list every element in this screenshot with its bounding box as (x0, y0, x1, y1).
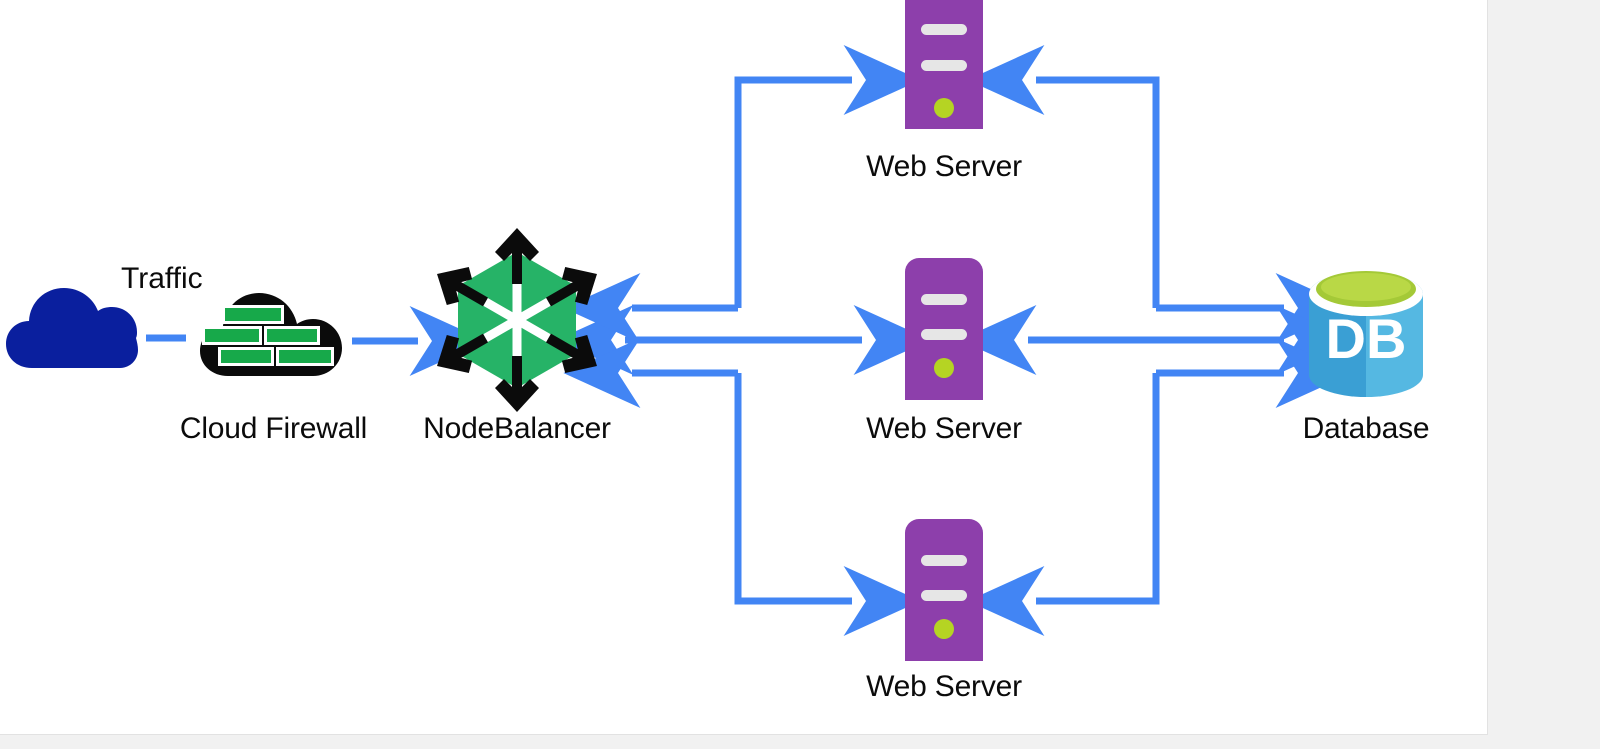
server-icon-bottom (905, 519, 983, 661)
cloud-firewall-icon (200, 293, 342, 376)
web-server-top-label: Web Server (866, 150, 1022, 183)
nodebalancer-icon (437, 228, 597, 412)
connector-nodebalancer-to-server-top (734, 45, 921, 308)
cloud-icon (6, 288, 138, 368)
cloud-firewall-label: Cloud Firewall (179, 412, 368, 445)
connector-server-top-to-database (967, 45, 1353, 343)
connector-server-bottom-to-database (967, 338, 1353, 636)
traffic-label: Traffic (121, 262, 203, 295)
connector-nodebalancer-to-server-bottom (563, 338, 921, 636)
database-icon: DB (1309, 271, 1423, 397)
web-server-bottom-label: Web Server (866, 670, 1022, 703)
diagram-svg: DB (6, 0, 1423, 661)
diagram-canvas: DB Traffic Cloud Firewall NodeBalancer W… (0, 0, 1488, 735)
nodebalancer-label: NodeBalancer (423, 412, 611, 445)
server-icon-top (905, 0, 983, 129)
web-server-middle-label: Web Server (866, 412, 1022, 445)
server-icon-middle (905, 258, 983, 400)
database-label: Database (1302, 412, 1430, 445)
database-text: DB (1326, 307, 1407, 370)
